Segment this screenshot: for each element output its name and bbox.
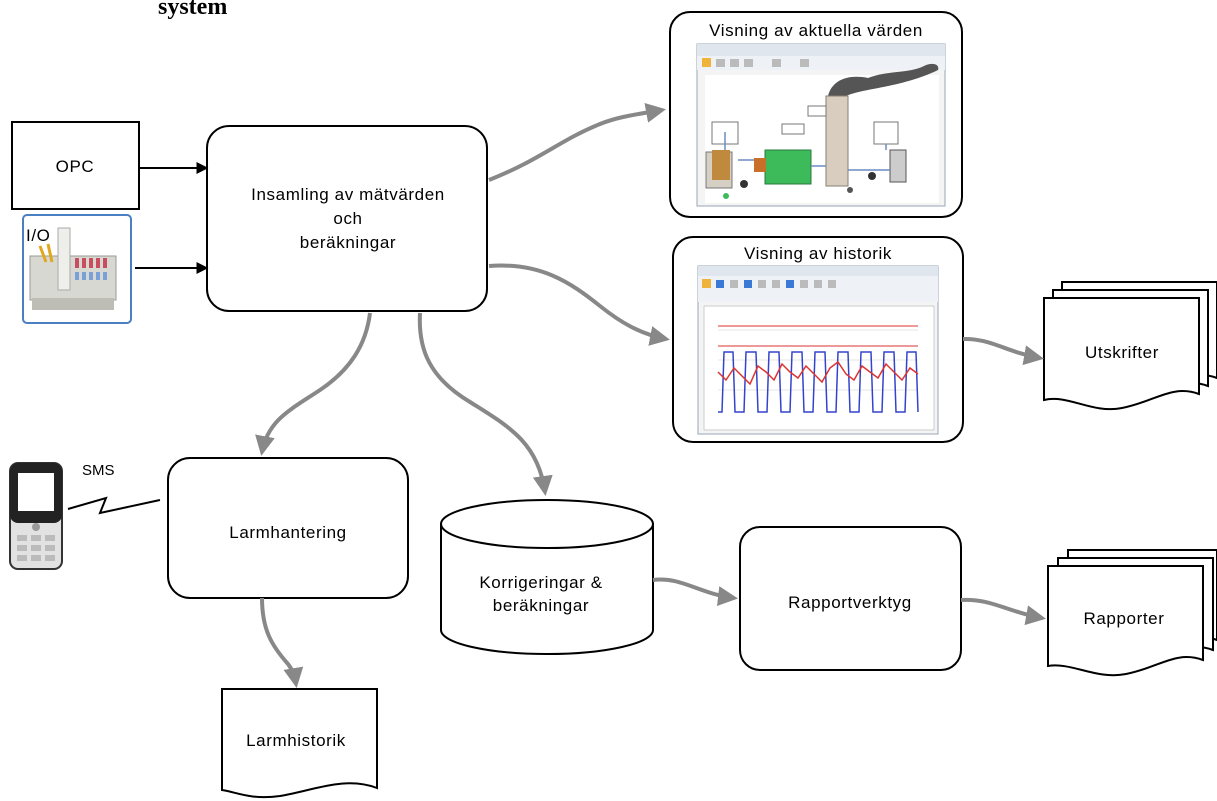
alarm-label: Larmhantering — [229, 523, 346, 542]
io-label: I/O — [26, 226, 50, 245]
printouts-label: Utskrifter — [1085, 343, 1159, 362]
alarm-history-label: Larmhistorik — [246, 731, 346, 750]
alarm-node: Larmhantering — [167, 457, 409, 599]
current-values-node: Visning av aktuella värden — [669, 11, 963, 218]
current-values-label: Visning av aktuella värden — [709, 21, 923, 40]
io-node: I/O — [22, 214, 132, 324]
diagram-title: system — [158, 0, 227, 20]
sms-label: SMS — [82, 462, 115, 479]
corrections-node: Korrigeringar & beräkningar — [440, 499, 654, 655]
reports-node: Rapporter — [1047, 549, 1217, 677]
phone-icon — [9, 462, 63, 570]
corrections-label-line1: Korrigeringar & — [479, 573, 602, 592]
report-tool-label: Rapportverktyg — [788, 593, 912, 612]
arrow-collect-to-alarm — [255, 312, 372, 456]
arrow-collect-to-corrections — [417, 312, 553, 496]
collect-label-line3: beräkningar — [300, 233, 396, 252]
opc-node: OPC — [11, 121, 140, 210]
collect-node: Insamling av mätvärden och beräkningar — [206, 125, 488, 312]
history-view-node: Visning av historik — [672, 236, 964, 443]
arrow-report-tool-to-reports — [960, 597, 1046, 626]
arrow-collect-to-history-view — [488, 263, 670, 346]
arrow-collect-to-current-values — [488, 103, 666, 182]
history-view-label: Visning av historik — [744, 244, 892, 263]
reports-label: Rapporter — [1084, 609, 1165, 628]
alarm-history-node: Larmhistorik — [221, 688, 378, 799]
arrow-alarm-to-alarm-history — [260, 597, 304, 688]
collect-label-line1: Insamling av mätvärden — [251, 185, 445, 204]
trend-screenshot — [697, 265, 939, 435]
arrow-corrections-to-report-tool — [652, 577, 738, 607]
collect-label-line2: och — [333, 209, 362, 228]
opc-label: OPC — [56, 157, 95, 176]
sms-signal-line — [67, 496, 161, 515]
corrections-label-line2: beräkningar — [493, 596, 589, 615]
printouts-node: Utskrifter — [1043, 281, 1217, 411]
arrow-history-to-printouts — [962, 336, 1044, 366]
report-tool-node: Rapportverktyg — [739, 526, 962, 671]
process-screenshot — [696, 43, 946, 207]
io-module-image — [29, 227, 117, 310]
